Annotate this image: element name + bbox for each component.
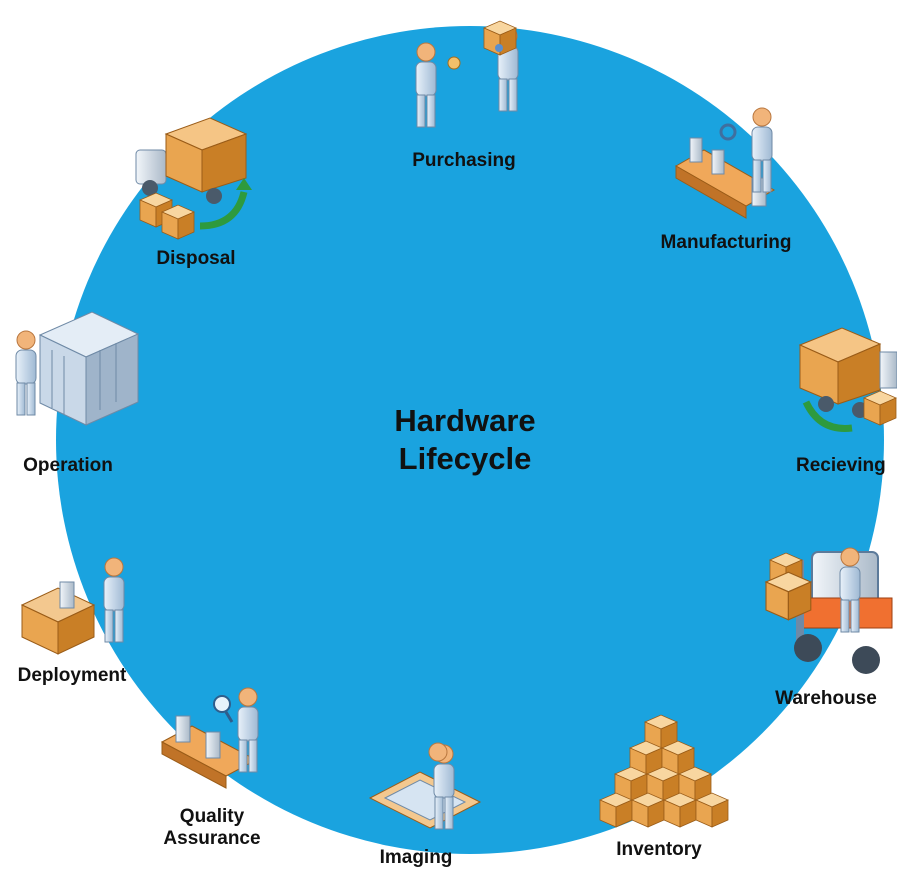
- stage-label-purchasing: Purchasing: [412, 150, 516, 171]
- stage-label-disposal: Disposal: [156, 248, 236, 269]
- inspection-line-icon: [160, 687, 259, 789]
- stage-label-operation: Operation: [23, 455, 113, 476]
- disposal-truck-icon: [135, 117, 252, 240]
- title-line-1: Hardware: [394, 403, 536, 438]
- imaging-workstation-icon: [368, 742, 482, 830]
- lifecycle-circle: [56, 26, 884, 854]
- stage-label-imaging: Imaging: [379, 847, 453, 868]
- handover-icon: [415, 20, 519, 128]
- stage-label-quality: Quality: [179, 806, 245, 827]
- delivery-truck-icon: [798, 327, 897, 432]
- stage-label-deployment: Deployment: [17, 665, 127, 686]
- stage-label-quality-assurance: Quality Assurance: [148, 806, 276, 850]
- stage-label-receiving: Recieving: [796, 455, 886, 476]
- stage-label-warehouse: Warehouse: [775, 688, 877, 709]
- server-rack-icon: [15, 311, 140, 426]
- title-line-2: Lifecycle: [398, 441, 532, 476]
- unboxing-icon: [20, 557, 125, 655]
- assembly-line-icon: [674, 107, 776, 219]
- stage-label-manufacturing: Manufacturing: [660, 232, 792, 253]
- stage-label-inventory: Inventory: [616, 839, 702, 860]
- forklift-icon: [765, 547, 893, 674]
- stage-label-assurance: Assurance: [163, 828, 261, 849]
- diagram-title: Hardware Lifecycle: [350, 402, 580, 478]
